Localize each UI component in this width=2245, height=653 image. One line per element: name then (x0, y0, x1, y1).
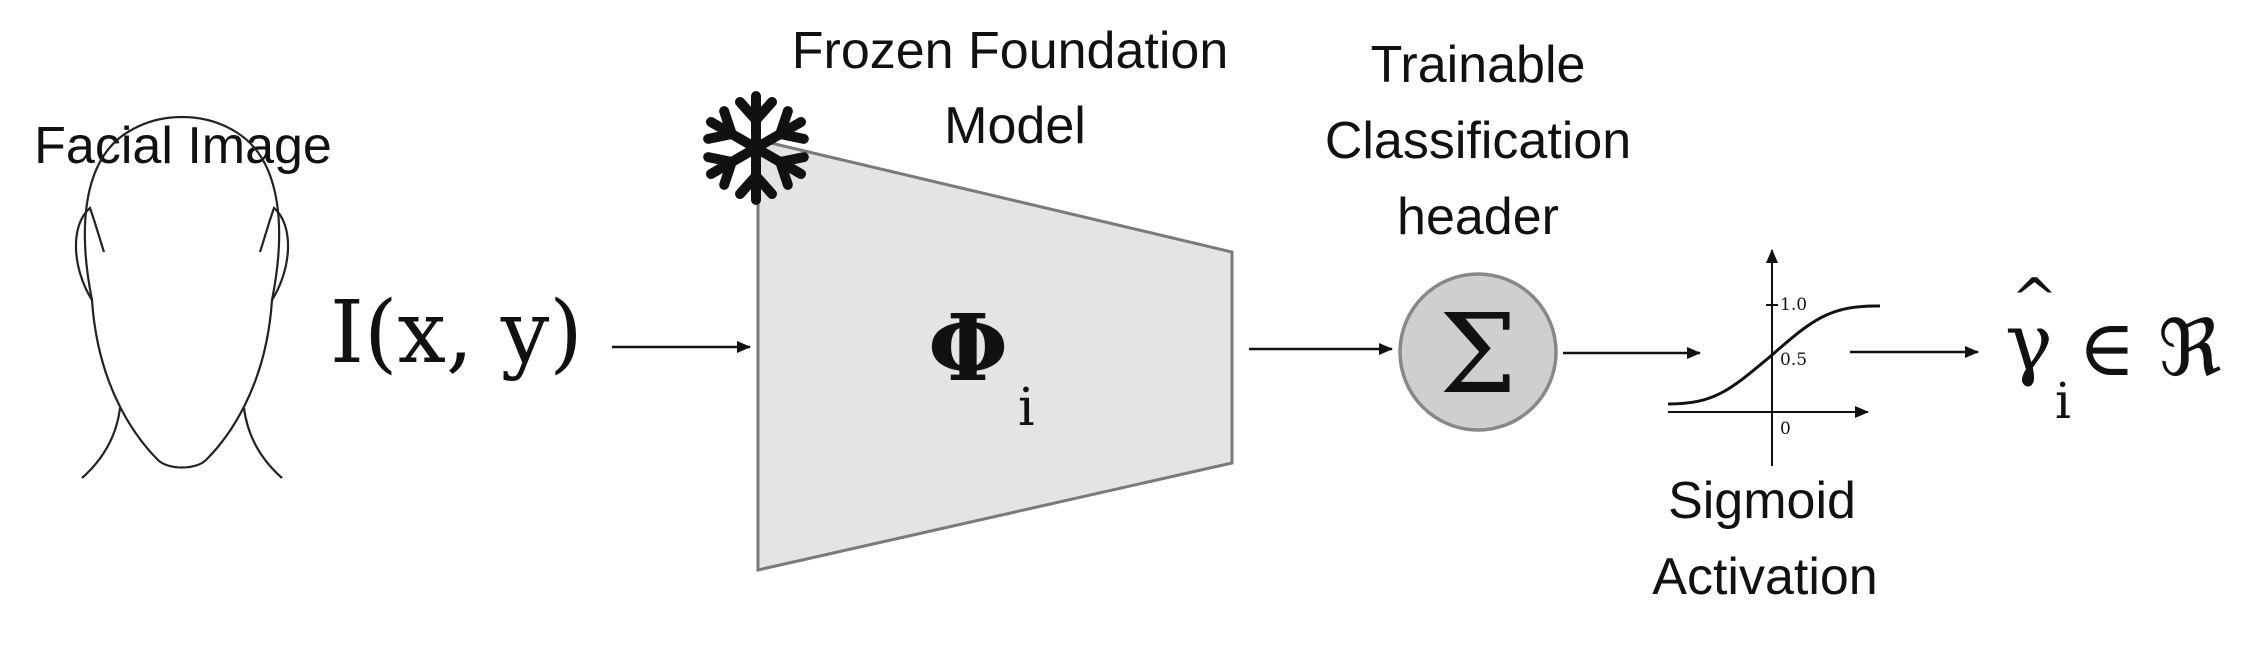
snowflake-icon (703, 91, 809, 200)
header-label-line3: header (1397, 188, 1559, 246)
sigmoid-curve (1667, 304, 1881, 406)
sigmoid-tick-origin: 0 (1780, 419, 1791, 439)
output-hat: ^ (2011, 267, 2058, 332)
foundation-model-shape (756, 138, 1234, 572)
header-label-line2: Classification (1325, 112, 1631, 170)
input-symbol: I(x, y) (330, 283, 583, 383)
sigmoid-plot: 1.0 0.5 0 (1667, 249, 1881, 466)
foundation-model-label-line2: Model (944, 97, 1086, 155)
output-subscript: i (2055, 372, 2071, 430)
output-symbol: γ (2005, 296, 2053, 389)
sigmoid-label-line2: Activation (1652, 548, 1877, 606)
sigmoid-tick-top: 1.0 (1780, 295, 1807, 315)
foundation-model-label-line1: Frozen Foundation (792, 22, 1229, 80)
sigma-symbol: Σ (1439, 290, 1517, 418)
header-label-line1: Trainable (1371, 36, 1586, 94)
model-symbol: Φ (928, 294, 1008, 402)
sigmoid-tick-mid: 0.5 (1780, 350, 1807, 370)
model-symbol-subscript: i (1018, 378, 1035, 438)
output-set-symbol: ℜ (2158, 304, 2222, 394)
element-of-symbol: ∈ (2078, 304, 2136, 394)
sigmoid-label-line1: Sigmoid (1668, 472, 1856, 530)
sigma-node (1398, 272, 1558, 432)
facial-image-label: Facial Image (34, 117, 332, 175)
head-icon (74, 116, 290, 479)
